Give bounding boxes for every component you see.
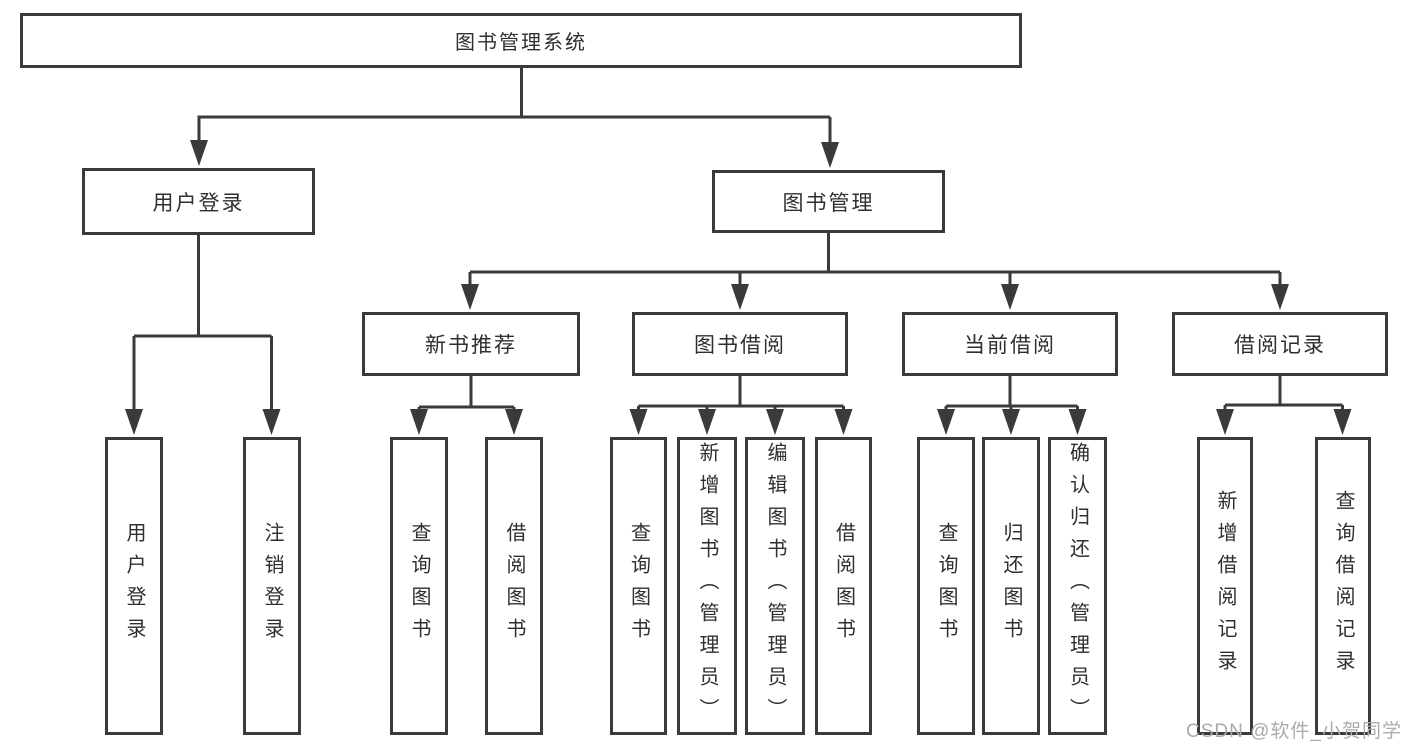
node-label: 查询借阅记录 [1332, 490, 1354, 682]
node-label: 编辑图书（管理员） [764, 442, 786, 730]
leaf-borrow-edit-books-admin: 编辑图书（管理员） [745, 437, 805, 735]
node-book-borrowing: 图书借阅 [632, 312, 848, 376]
node-user-login: 用户登录 [82, 168, 315, 235]
node-library-management-system: 图书管理系统 [20, 13, 1022, 68]
node-label: 借阅记录 [1234, 334, 1326, 357]
node-label: 图书管理 [782, 191, 875, 215]
node-label: 新增借阅记录 [1214, 490, 1236, 682]
leaf-records-add-record: 新增借阅记录 [1197, 437, 1253, 735]
node-label: 查询图书 [408, 522, 430, 650]
node-label: 用户登录 [123, 522, 145, 650]
leaf-current-return-books: 归还图书 [982, 437, 1040, 735]
leaf-borrow-borrow-books: 借阅图书 [815, 437, 872, 735]
node-label: 图书借阅 [694, 334, 786, 357]
node-label: 新增图书（管理员） [696, 442, 718, 730]
node-label: 注销登录 [261, 522, 283, 650]
node-label: 归还图书 [1000, 522, 1022, 650]
leaf-records-query-record: 查询借阅记录 [1315, 437, 1371, 735]
leaf-user-login: 用户登录 [105, 437, 163, 735]
node-label: 查询图书 [627, 522, 650, 650]
node-label: 图书管理系统 [455, 32, 587, 54]
node-label: 借阅图书 [832, 522, 855, 650]
node-book-management: 图书管理 [712, 170, 945, 233]
leaf-current-query-books: 查询图书 [917, 437, 975, 735]
leaf-current-confirm-return-admin: 确认归还（管理员） [1048, 437, 1107, 735]
leaf-borrow-query-books: 查询图书 [610, 437, 667, 735]
node-label: 新书推荐 [425, 334, 517, 357]
node-label: 借阅图书 [503, 522, 525, 650]
node-label: 用户登录 [152, 191, 245, 215]
node-label: 当前借阅 [964, 334, 1056, 357]
leaf-logout: 注销登录 [243, 437, 301, 735]
node-new-book-recommend: 新书推荐 [362, 312, 580, 376]
node-current-borrowing: 当前借阅 [902, 312, 1118, 376]
leaf-newbook-query-books: 查询图书 [390, 437, 448, 735]
leaf-borrow-add-books-admin: 新增图书（管理员） [677, 437, 737, 735]
node-label: 查询图书 [935, 522, 957, 650]
node-label: 确认归还（管理员） [1066, 442, 1089, 730]
watermark: CSDN @软件_小贺同学 [1186, 721, 1402, 742]
node-borrowing-records: 借阅记录 [1172, 312, 1388, 376]
leaf-newbook-borrow-books: 借阅图书 [485, 437, 543, 735]
